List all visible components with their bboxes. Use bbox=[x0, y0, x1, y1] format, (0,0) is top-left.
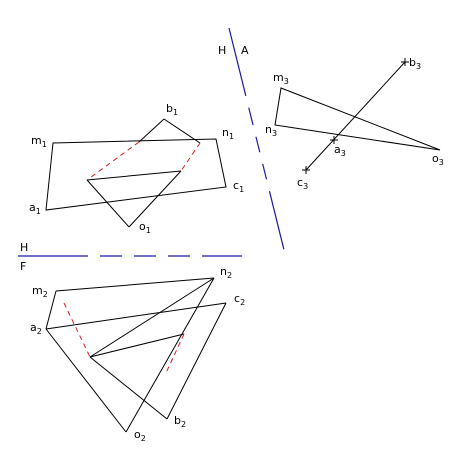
label-n2: n2 bbox=[220, 265, 232, 280]
fold-label-a-right: A bbox=[241, 44, 249, 57]
front-edge-m-n bbox=[55, 277, 215, 292]
fold-label-h-left: H bbox=[218, 44, 226, 57]
front-edge-a-c bbox=[45, 302, 227, 330]
front-edge-n-c-a bbox=[89, 277, 215, 358]
label-m2: m2 bbox=[32, 284, 48, 299]
label-c1: c1 bbox=[233, 179, 244, 194]
label-m1: m1 bbox=[31, 134, 47, 149]
label-o3: o3 bbox=[432, 152, 444, 167]
top-view-hidden bbox=[86, 141, 201, 181]
top-intersection-line bbox=[86, 170, 182, 181]
front-hidden-left bbox=[63, 302, 91, 358]
aux-line-b-c bbox=[305, 61, 406, 171]
front-view-hidden bbox=[63, 302, 185, 374]
top-hidden-right bbox=[180, 142, 201, 172]
top-edge-b-left-visible bbox=[138, 118, 165, 143]
label-b1: b1 bbox=[166, 102, 178, 117]
label-m3: m3 bbox=[273, 71, 289, 86]
front-edge-c-b bbox=[166, 302, 227, 420]
label-o2: o2 bbox=[134, 428, 146, 443]
fold-label-h-upper: H bbox=[20, 241, 28, 254]
label-a2: a2 bbox=[30, 321, 42, 336]
label-c3: c3 bbox=[297, 176, 308, 191]
front-edge-m-a bbox=[45, 290, 57, 330]
fold-label-f-lower: F bbox=[20, 260, 26, 273]
aux-plane-edge-triangle bbox=[274, 87, 441, 151]
fold-line-ha: H A bbox=[218, 27, 288, 263]
label-a1: a1 bbox=[29, 201, 41, 216]
top-plane-mnca bbox=[45, 138, 227, 211]
front-edge-a-b bbox=[89, 356, 168, 420]
label-n1: n1 bbox=[222, 126, 234, 141]
top-edge-o-left bbox=[86, 179, 130, 228]
label-b2: b2 bbox=[174, 414, 186, 429]
top-edge-b-o-lower bbox=[128, 170, 182, 228]
fold-line-hf: H F bbox=[18, 241, 255, 273]
auxiliary-view bbox=[274, 58, 441, 174]
label-o1: o1 bbox=[139, 220, 151, 235]
label-b3: b3 bbox=[409, 56, 421, 71]
front-intersection-line bbox=[89, 333, 185, 358]
front-edge-o-n bbox=[125, 277, 215, 433]
front-edge-a-o bbox=[45, 328, 127, 433]
top-edge-b-o bbox=[163, 118, 201, 144]
top-hidden-left bbox=[86, 141, 140, 181]
front-view bbox=[45, 277, 227, 433]
label-n3: n3 bbox=[265, 123, 277, 138]
label-a3: a3 bbox=[334, 143, 346, 158]
top-view bbox=[45, 118, 227, 228]
fold-line-ha-stroke bbox=[228, 27, 288, 263]
front-hidden-right bbox=[165, 333, 185, 374]
label-c2: c2 bbox=[234, 292, 245, 307]
